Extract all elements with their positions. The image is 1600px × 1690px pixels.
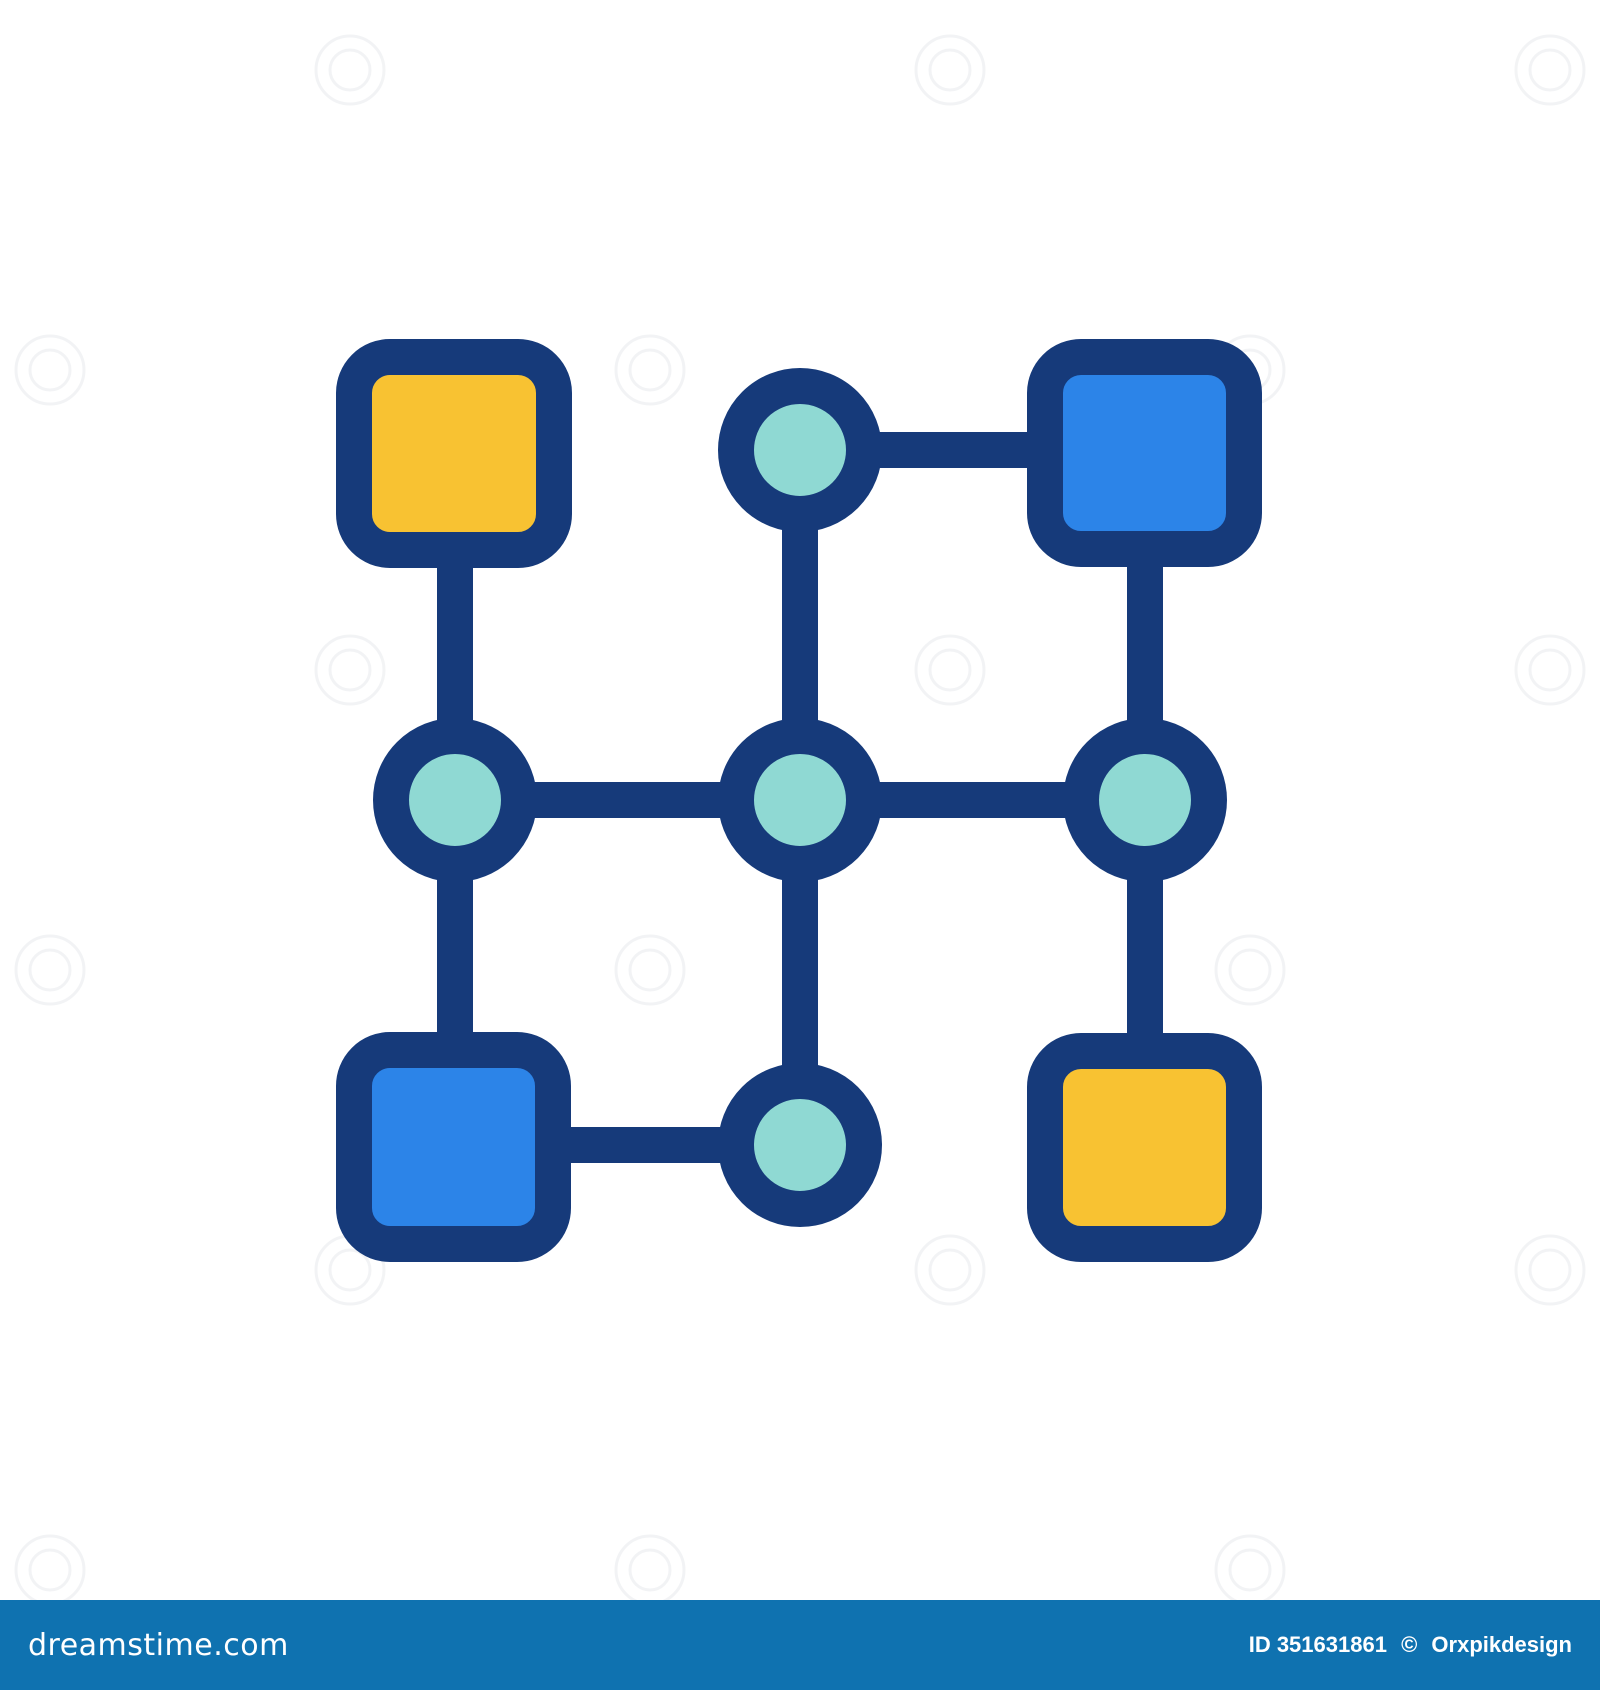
node-layer: [336, 339, 1262, 1262]
network-grid-icon: [14, 34, 1586, 1606]
image-id: ID 351631861: [1248, 1632, 1387, 1657]
circle-middle-right: [1063, 718, 1227, 882]
square-bottom-right: [1027, 1033, 1262, 1262]
footer-credit: ID 351631861 © Orxpikdesign: [1241, 1632, 1572, 1658]
icon-canvas: [14, 34, 1586, 1606]
square-top-right: [1027, 339, 1262, 567]
square-bottom-left: [336, 1032, 571, 1262]
footer-logo[interactable]: dreamstime.com: [28, 1627, 289, 1663]
author-name[interactable]: Orxpikdesign: [1431, 1632, 1572, 1657]
connector-lines: [437, 432, 1163, 1163]
circle-middle-left: [373, 718, 537, 882]
circle-bottom-center: [718, 1063, 882, 1227]
circle-middle-center: [718, 718, 882, 882]
circle-top-center: [718, 368, 882, 532]
copyright-icon: ©: [1401, 1632, 1418, 1657]
footer-bar: dreamstime.com ID 351631861 © Orxpikdesi…: [0, 1600, 1600, 1690]
square-top-left: [336, 339, 572, 568]
